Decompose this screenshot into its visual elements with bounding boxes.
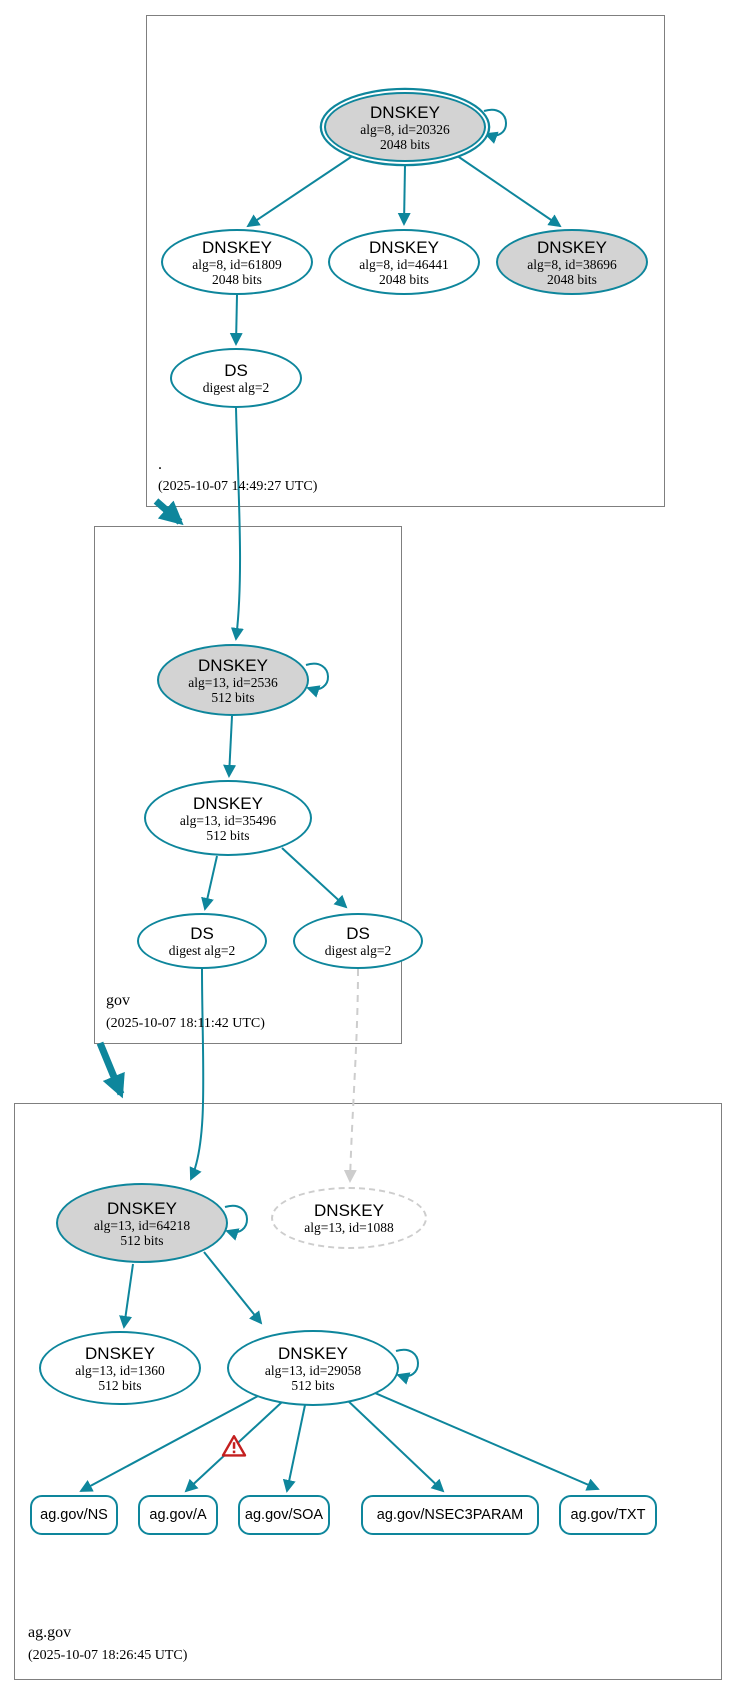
ds-node-root[interactable]: DS digest alg=2 xyxy=(170,348,302,408)
node-title: DNSKEY xyxy=(370,102,440,122)
node-size: 512 bits xyxy=(120,1232,164,1248)
node-size: 2048 bits xyxy=(547,271,597,287)
node-size: 512 bits xyxy=(211,689,255,705)
node-title: DNSKEY xyxy=(369,237,439,257)
edge-zone-gov-to-aggov-thick xyxy=(96,1041,125,1099)
node-detail: alg=13, id=1360 xyxy=(75,1362,165,1378)
dnskey-node-20326[interactable]: DNSKEY alg=8, id=20326 2048 bits xyxy=(324,92,486,162)
rrset-ag-gov-a[interactable]: ag.gov/A xyxy=(138,1495,218,1535)
node-detail: alg=8, id=61809 xyxy=(192,256,282,272)
rrset-label: ag.gov/TXT xyxy=(570,1507,646,1523)
node-detail: alg=13, id=35496 xyxy=(179,812,277,828)
zone-label-root: . xyxy=(158,456,162,473)
node-size: 512 bits xyxy=(206,827,250,843)
node-title: DS xyxy=(346,924,370,943)
node-detail: alg=8, id=20326 xyxy=(360,121,450,137)
dnskey-node-2536[interactable]: DNSKEY alg=13, id=2536 512 bits xyxy=(157,644,309,716)
rrset-label: ag.gov/NS xyxy=(40,1507,108,1523)
zone-timestamp-gov: (2025-10-07 18:11:42 UTC) xyxy=(106,1016,265,1031)
node-detail: alg=13, id=2536 xyxy=(188,674,278,690)
node-size: 512 bits xyxy=(291,1377,335,1393)
dnskey-node-1360[interactable]: DNSKEY alg=13, id=1360 512 bits xyxy=(39,1331,201,1405)
dnskey-node-61809[interactable]: DNSKEY alg=8, id=61809 2048 bits xyxy=(161,229,313,295)
node-detail: alg=13, id=64218 xyxy=(93,1217,191,1233)
warning-triangle-icon[interactable] xyxy=(221,1434,247,1458)
ds-node-gov-left[interactable]: DS digest alg=2 xyxy=(137,913,267,969)
node-detail: alg=8, id=46441 xyxy=(359,256,449,272)
node-title: DS xyxy=(224,361,248,380)
node-size: 2048 bits xyxy=(212,271,262,287)
node-size: 2048 bits xyxy=(380,136,430,152)
node-title: DNSKEY xyxy=(193,793,263,813)
node-title: DNSKEY xyxy=(278,1343,348,1363)
rrset-ag-gov-nsec3param[interactable]: ag.gov/NSEC3PARAM xyxy=(361,1495,539,1535)
dnskey-node-38696[interactable]: DNSKEY alg=8, id=38696 2048 bits xyxy=(496,229,648,295)
node-title: DNSKEY xyxy=(314,1201,384,1220)
node-title: DNSKEY xyxy=(198,655,268,675)
node-size: 512 bits xyxy=(98,1377,142,1393)
rrset-ag-gov-ns[interactable]: ag.gov/NS xyxy=(30,1495,118,1535)
rrset-label: ag.gov/SOA xyxy=(244,1507,324,1523)
node-title: DNSKEY xyxy=(107,1198,177,1218)
dnskey-node-35496[interactable]: DNSKEY alg=13, id=35496 512 bits xyxy=(144,780,312,856)
zone-label-aggov: ag.gov xyxy=(28,1624,72,1641)
node-title: DS xyxy=(190,924,214,943)
node-detail: digest alg=2 xyxy=(324,943,392,958)
node-detail: alg=13, id=29058 xyxy=(264,1362,362,1378)
rrset-ag-gov-soa[interactable]: ag.gov/SOA xyxy=(238,1495,330,1535)
zone-label-gov: gov xyxy=(106,992,130,1009)
node-detail: digest alg=2 xyxy=(168,943,236,958)
zone-timestamp-root: (2025-10-07 14:49:27 UTC) xyxy=(158,479,318,494)
zone-timestamp-aggov: (2025-10-07 18:26:45 UTC) xyxy=(28,1648,188,1663)
rrset-label: ag.gov/A xyxy=(149,1507,207,1523)
dnskey-node-1088-missing[interactable]: DNSKEY alg=13, id=1088 xyxy=(271,1187,427,1249)
rrset-label: ag.gov/NSEC3PARAM xyxy=(376,1507,524,1523)
node-detail: alg=13, id=1088 xyxy=(304,1220,394,1235)
ds-node-gov-right[interactable]: DS digest alg=2 xyxy=(293,913,423,969)
node-title: DNSKEY xyxy=(85,1343,155,1363)
node-size: 2048 bits xyxy=(379,271,429,287)
dnskey-node-29058[interactable]: DNSKEY alg=13, id=29058 512 bits xyxy=(227,1330,399,1406)
node-title: DNSKEY xyxy=(537,237,607,257)
node-title: DNSKEY xyxy=(202,237,272,257)
node-detail: alg=8, id=38696 xyxy=(527,256,617,272)
dnskey-node-64218[interactable]: DNSKEY alg=13, id=64218 512 bits xyxy=(56,1183,228,1263)
dnskey-node-46441[interactable]: DNSKEY alg=8, id=46441 2048 bits xyxy=(328,229,480,295)
rrset-ag-gov-txt[interactable]: ag.gov/TXT xyxy=(559,1495,657,1535)
node-detail: digest alg=2 xyxy=(202,380,270,395)
